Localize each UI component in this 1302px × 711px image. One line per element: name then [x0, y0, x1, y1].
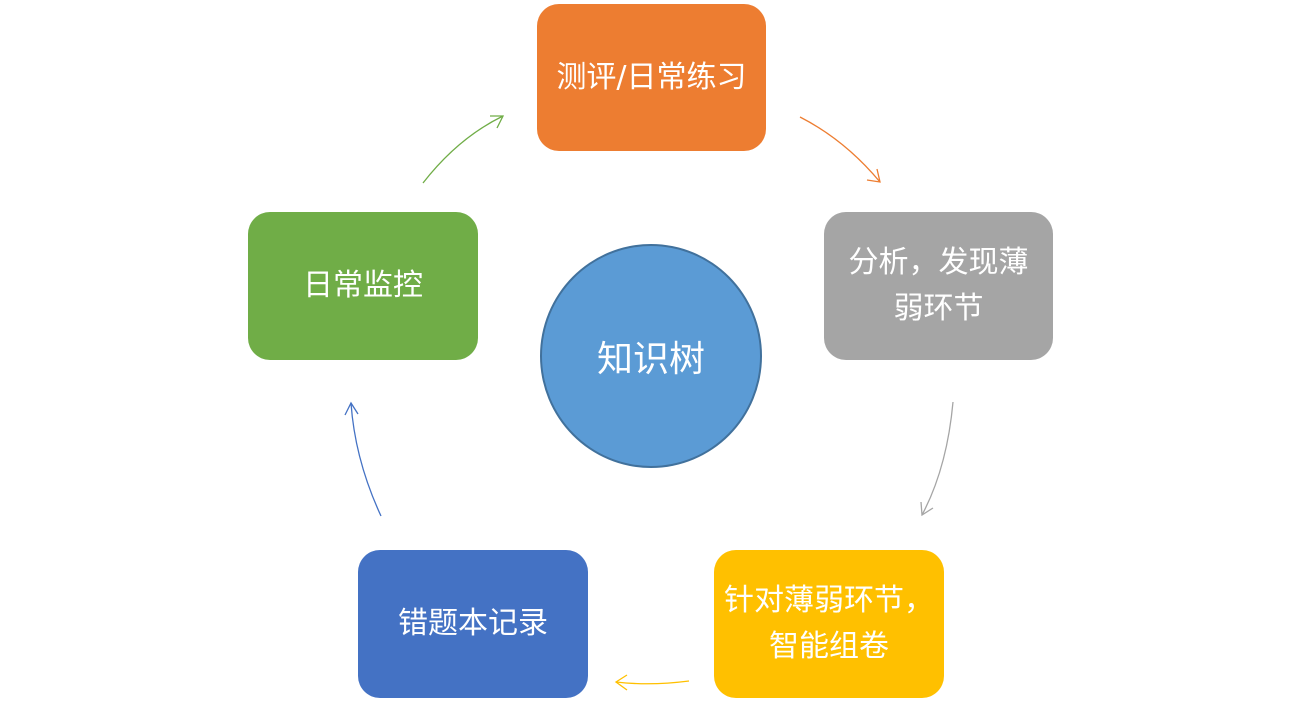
arrow-paper-to-wrong [615, 680, 690, 685]
node-assessment-practice: 测评/日常练习 [537, 4, 766, 151]
arrow-test-to-analyze-head [866, 168, 881, 183]
node-wrong-answer-book-label: 错题本记录 [398, 606, 548, 641]
arrow-wrong-to-monitor [350, 402, 382, 517]
arrow-wrong-to-monitor-head [344, 401, 359, 416]
arrow-test-to-analyze [799, 116, 881, 183]
node-smart-paper: 针对薄弱环节， 智能组卷 [714, 550, 944, 698]
node-analyze-weakness-label: 分析，发现薄 弱环节 [848, 245, 1029, 326]
arrow-analyze-to-paper-head [920, 501, 934, 517]
center-knowledge-tree-label: 知识树 [596, 339, 705, 380]
node-assessment-practice-label: 测评/日常练习 [556, 59, 747, 95]
node-smart-paper-label: 针对薄弱环节， 智能组卷 [724, 583, 934, 664]
arrow-analyze-to-paper [921, 401, 954, 516]
arrow-monitor-to-test-head [490, 115, 505, 129]
arrow-paper-to-wrong-head [614, 674, 628, 691]
node-analyze-weakness: 分析，发现薄 弱环节 [824, 212, 1053, 360]
node-daily-monitor-label: 日常监控 [303, 268, 423, 303]
arrow-monitor-to-test [422, 115, 504, 184]
center-knowledge-tree: 知识树 [540, 244, 762, 468]
node-daily-monitor: 日常监控 [248, 212, 478, 360]
node-wrong-answer-book: 错题本记录 [358, 550, 588, 698]
